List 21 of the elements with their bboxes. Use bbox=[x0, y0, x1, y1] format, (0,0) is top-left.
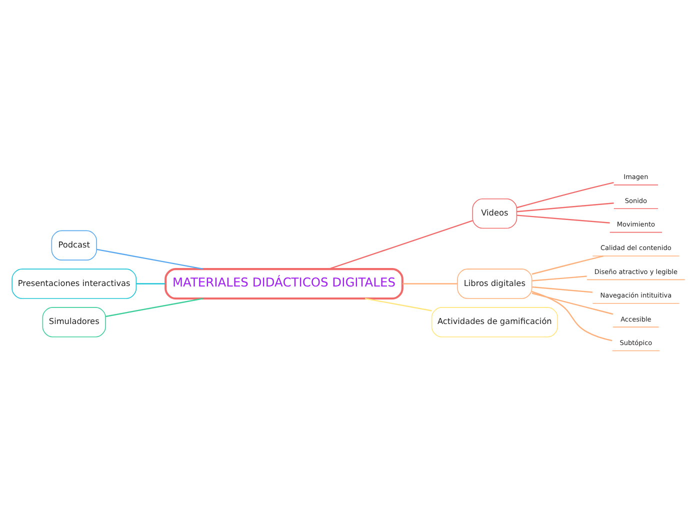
node-box: Actividades de gamificación bbox=[431, 306, 558, 337]
connector bbox=[532, 290, 612, 341]
node-box: Podcast bbox=[51, 230, 97, 260]
connector bbox=[532, 286, 593, 292]
connector bbox=[516, 181, 614, 208]
connector bbox=[516, 202, 614, 212]
connector bbox=[516, 214, 610, 224]
connector bbox=[96, 248, 204, 270]
node-box: Libros digitales bbox=[457, 268, 532, 298]
connector bbox=[106, 297, 204, 317]
node-box: MATERIALES DIDÁCTICOS DIGITALES bbox=[164, 268, 404, 299]
connector bbox=[136, 282, 166, 284]
connector bbox=[364, 297, 432, 311]
connector bbox=[328, 220, 473, 270]
connector bbox=[532, 275, 587, 281]
connector bbox=[402, 282, 458, 284]
connector bbox=[532, 292, 614, 314]
node-box: Presentaciones interactivas bbox=[12, 268, 137, 298]
node-box: Simuladores bbox=[42, 306, 106, 337]
connector bbox=[532, 254, 604, 274]
node-box: Videos bbox=[472, 198, 518, 228]
